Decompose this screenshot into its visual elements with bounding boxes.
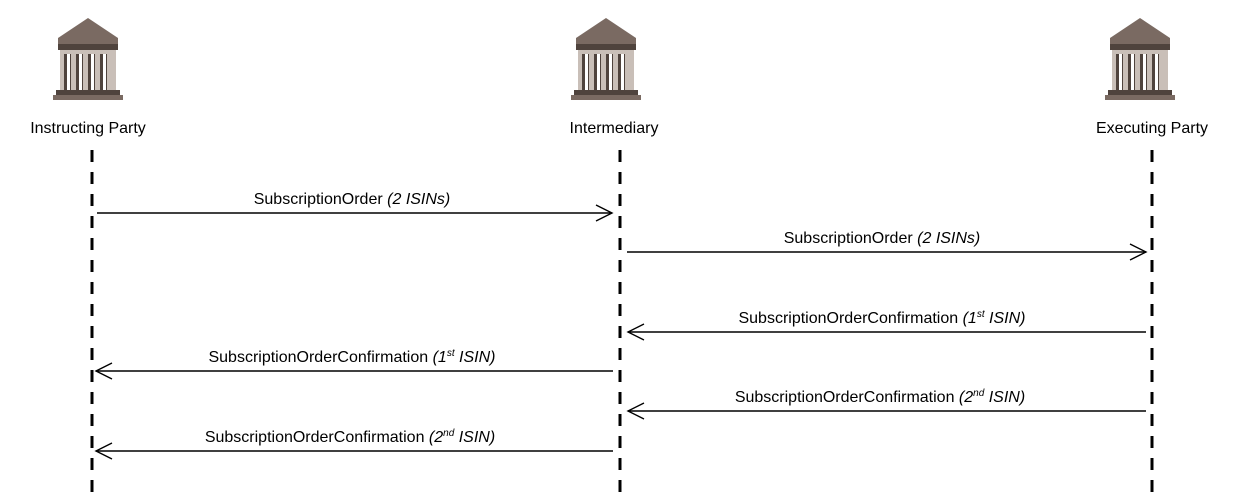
message-arrow: SubscriptionOrderConfirmation (1st ISIN) [626,309,1146,341]
party-label: Executing Party [1096,120,1208,137]
message-label: SubscriptionOrderConfirmation (2nd ISIN) [735,388,1025,406]
message-label: SubscriptionOrder (2 ISINs) [784,230,981,247]
arrowhead-left [94,362,113,380]
arrowhead-right [595,204,614,222]
message-arrow: SubscriptionOrderConfirmation (2nd ISIN) [626,388,1146,420]
message-label: SubscriptionOrderConfirmation (2nd ISIN) [205,428,495,446]
bank-icon [53,18,123,100]
arrowhead-left [626,402,645,420]
bank-icon [1105,18,1175,100]
message-arrow: SubscriptionOrderConfirmation (1st ISIN) [94,348,613,380]
message-arrow: SubscriptionOrder (2 ISINs) [97,191,614,222]
party-label: Intermediary [570,120,659,137]
party-label: Instructing Party [30,120,146,137]
message-label: SubscriptionOrderConfirmation (1st ISIN) [208,348,495,366]
message-arrow: SubscriptionOrder (2 ISINs) [627,230,1148,261]
message-label: SubscriptionOrder (2 ISINs) [254,191,451,208]
arrowhead-right [1129,243,1148,261]
bank-icon [571,18,641,100]
message-arrow: SubscriptionOrderConfirmation (2nd ISIN) [94,428,613,460]
party-intermediary: Intermediary [570,18,659,500]
message-label: SubscriptionOrderConfirmation (1st ISIN) [738,309,1025,327]
party-instructing: Instructing Party [30,18,146,500]
party-executing: Executing Party [1096,18,1208,500]
arrowhead-left [94,442,113,460]
arrowhead-left [626,323,645,341]
